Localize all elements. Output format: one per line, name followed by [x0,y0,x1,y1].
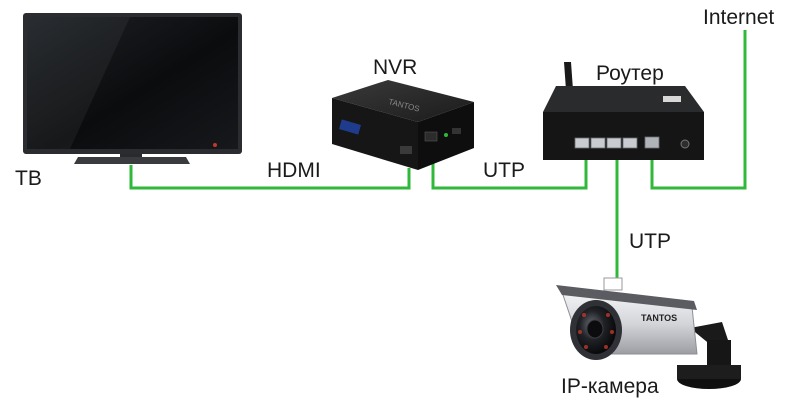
router-label: Роутер [596,62,664,85]
tv-icon [23,13,242,164]
utp-cable-nvr-router [431,152,588,190]
ip-camera-label: IP-камера [561,375,659,398]
internet-label: Internet [703,6,774,29]
camera-brand-text: TANTOS [641,313,677,323]
router-icon [543,62,704,160]
nvr-icon: TANTOS [332,80,474,170]
utp-link-label-router-camera: UTP [629,230,671,253]
nvr-label: NVR [373,56,417,79]
utp-link-label-nvr-router: UTP [483,159,525,182]
hdmi-link-label: HDMI [267,159,321,182]
internet-cable [650,30,747,190]
router-lan-ports [574,137,638,149]
ip-camera-icon: TANTOS [556,277,741,389]
hdmi-cable [129,165,411,190]
tv-label: ТВ [15,167,42,190]
cables [129,30,747,288]
